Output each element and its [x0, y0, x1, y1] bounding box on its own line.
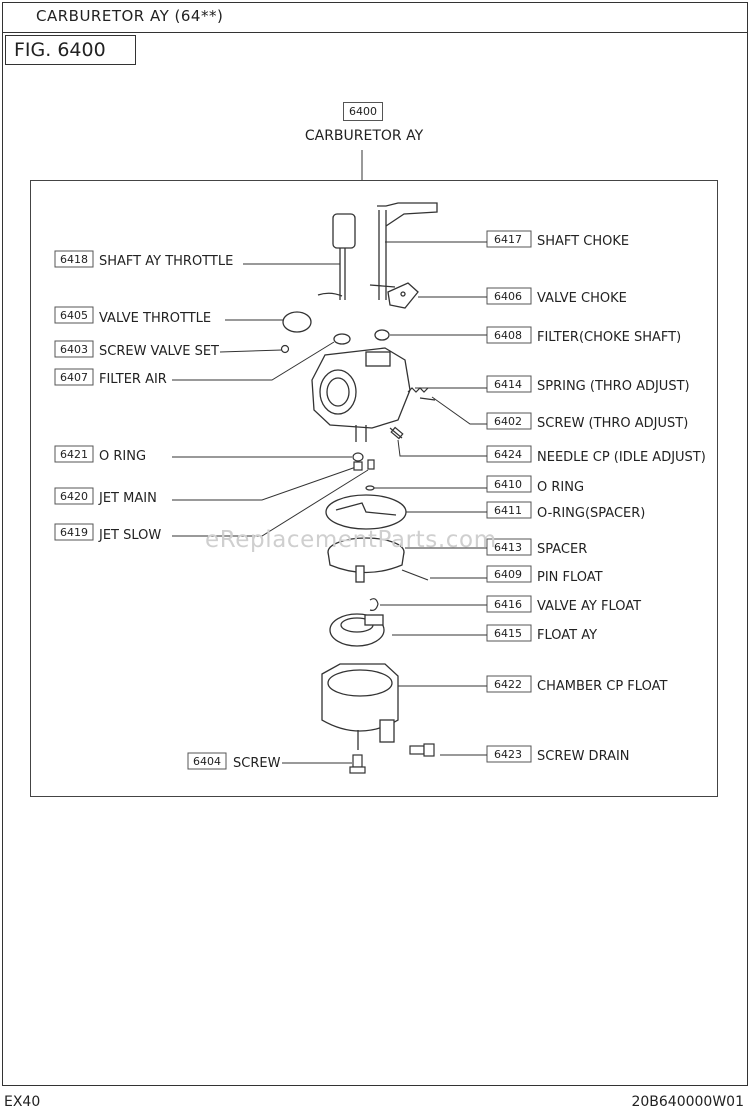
svg-text:SCREW DRAIN: SCREW DRAIN	[537, 749, 630, 764]
callout-6418[interactable]: 6418 SHAFT AY THROTTLE	[54, 250, 340, 269]
part-spring-screw-thro-adjust	[407, 387, 436, 401]
watermark: eReplacementParts.com	[205, 527, 497, 553]
assembly-number: 6400	[343, 102, 383, 121]
svg-text:JET MAIN: JET MAIN	[98, 491, 157, 506]
footer-doc-code: 20B640000W01	[631, 1094, 744, 1110]
svg-text:6404: 6404	[193, 755, 221, 768]
part-filter-choke-shaft	[374, 329, 390, 341]
svg-text:6421: 6421	[60, 448, 88, 461]
callout-6413[interactable]: 6413 SPACER	[405, 538, 587, 557]
callout-6423[interactable]: 6423 SCREW DRAIN	[440, 745, 630, 764]
callout-6414[interactable]: 6414 SPRING (THRO ADJUST)	[415, 375, 690, 394]
part-o-ring-spacer	[325, 485, 407, 530]
callout-6408[interactable]: 6408 FILTER(CHOKE SHAFT)	[390, 326, 681, 345]
svg-text:SPACER: SPACER	[537, 542, 587, 557]
callout-6404[interactable]: 6404 SCREW	[187, 752, 352, 771]
svg-text:FILTER(CHOKE SHAFT): FILTER(CHOKE SHAFT)	[537, 330, 681, 345]
svg-text:SHAFT AY THROTTLE: SHAFT AY THROTTLE	[99, 254, 233, 269]
callout-6410[interactable]: 6410 O RING	[374, 475, 584, 495]
part-valve-float	[369, 598, 379, 611]
callout-6407[interactable]: 6407 FILTER AIR	[54, 341, 335, 387]
callout-6422[interactable]: 6422 CHAMBER CP FLOAT	[398, 675, 667, 694]
callout-6411[interactable]: 6411 O-RING(SPACER)	[405, 501, 645, 521]
part-valve-choke	[387, 282, 419, 309]
svg-text:FLOAT AY: FLOAT AY	[537, 628, 597, 643]
svg-text:6420: 6420	[60, 490, 88, 503]
callout-6403[interactable]: 6403 SCREW VALVE SET	[54, 340, 283, 359]
footer-model: EX40	[4, 1094, 41, 1110]
part-carburetor-body	[311, 347, 411, 442]
svg-text:6416: 6416	[494, 598, 522, 611]
callout-6409[interactable]: 6409 PIN FLOAT	[430, 565, 603, 585]
svg-text:6409: 6409	[494, 568, 522, 581]
svg-text:6407: 6407	[60, 371, 88, 384]
part-screw-valve-set	[280, 344, 290, 354]
callout-6406[interactable]: 6406 VALVE CHOKE	[418, 287, 627, 306]
svg-text:6405: 6405	[60, 309, 88, 322]
part-pin-float	[401, 569, 429, 581]
svg-text:O-RING(SPACER): O-RING(SPACER)	[537, 506, 645, 521]
svg-text:SPRING (THRO ADJUST): SPRING (THRO ADJUST)	[537, 379, 690, 394]
callout-6402[interactable]: 6402 SCREW (THRO ADJUST)	[431, 396, 688, 431]
part-shaft-throttle	[317, 213, 356, 300]
svg-text:JET SLOW: JET SLOW	[98, 528, 161, 543]
svg-text:6422: 6422	[494, 678, 522, 691]
callout-6415[interactable]: 6415 FLOAT AY	[392, 624, 597, 643]
callout-6405[interactable]: 6405 VALVE THROTTLE	[54, 306, 290, 326]
svg-text:CHAMBER CP FLOAT: CHAMBER CP FLOAT	[537, 679, 667, 694]
svg-text:6413: 6413	[494, 541, 522, 554]
svg-text:6411: 6411	[494, 504, 522, 517]
callout-6421[interactable]: 6421 O RING	[54, 445, 352, 464]
part-shaft-choke	[369, 202, 438, 300]
svg-text:6408: 6408	[494, 329, 522, 342]
svg-text:6418: 6418	[60, 253, 88, 266]
callout-6416[interactable]: 6416 VALVE AY FLOAT	[380, 595, 641, 614]
figure-number: FIG. 6400	[5, 35, 136, 65]
part-screw	[349, 754, 366, 774]
callout-6420[interactable]: 6420 JET MAIN	[54, 466, 357, 506]
svg-text:6424: 6424	[494, 448, 522, 461]
part-spacer	[327, 537, 405, 583]
svg-text:6415: 6415	[494, 627, 522, 640]
svg-text:O RING: O RING	[99, 449, 146, 464]
svg-text:O RING: O RING	[537, 480, 584, 495]
diagram-frame	[30, 180, 718, 797]
part-needle-idle-adjust	[389, 426, 404, 440]
svg-text:6423: 6423	[494, 748, 522, 761]
svg-text:SCREW (THRO ADJUST): SCREW (THRO ADJUST)	[537, 416, 688, 431]
part-screw-drain	[409, 743, 435, 757]
callout-6419[interactable]: 6419 JET SLOW	[54, 469, 369, 543]
svg-text:6410: 6410	[494, 478, 522, 491]
svg-text:SCREW VALVE SET: SCREW VALVE SET	[99, 344, 219, 359]
svg-text:VALVE THROTTLE: VALVE THROTTLE	[99, 311, 211, 326]
part-valve-throttle	[282, 311, 312, 333]
header-title: CARBURETOR AY (64**)	[36, 7, 224, 25]
svg-text:VALVE CHOKE: VALVE CHOKE	[537, 291, 627, 306]
callout-6424[interactable]: 6424 NEEDLE CP (IDLE ADJUST)	[397, 439, 706, 465]
svg-text:SHAFT CHOKE: SHAFT CHOKE	[537, 234, 629, 249]
header-divider	[2, 32, 748, 33]
svg-text:SCREW: SCREW	[233, 756, 281, 771]
svg-text:6417: 6417	[494, 233, 522, 246]
svg-text:6403: 6403	[60, 343, 88, 356]
svg-text:PIN FLOAT: PIN FLOAT	[537, 570, 603, 585]
svg-text:FILTER AIR: FILTER AIR	[99, 372, 167, 387]
part-filter-air	[333, 333, 351, 345]
svg-text:6406: 6406	[494, 290, 522, 303]
callout-6417[interactable]: 6417 SHAFT CHOKE	[385, 230, 629, 249]
svg-text:NEEDLE CP (IDLE ADJUST): NEEDLE CP (IDLE ADJUST)	[537, 450, 706, 465]
assembly-name: CARBURETOR AY	[304, 128, 424, 144]
page-frame	[2, 2, 748, 1086]
svg-text:6414: 6414	[494, 378, 522, 391]
svg-text:6402: 6402	[494, 415, 522, 428]
svg-text:VALVE AY FLOAT: VALVE AY FLOAT	[537, 599, 641, 614]
svg-text:6419: 6419	[60, 526, 88, 539]
part-o-ring-jets	[352, 452, 375, 471]
part-float	[329, 613, 385, 647]
part-float-chamber	[321, 663, 399, 750]
